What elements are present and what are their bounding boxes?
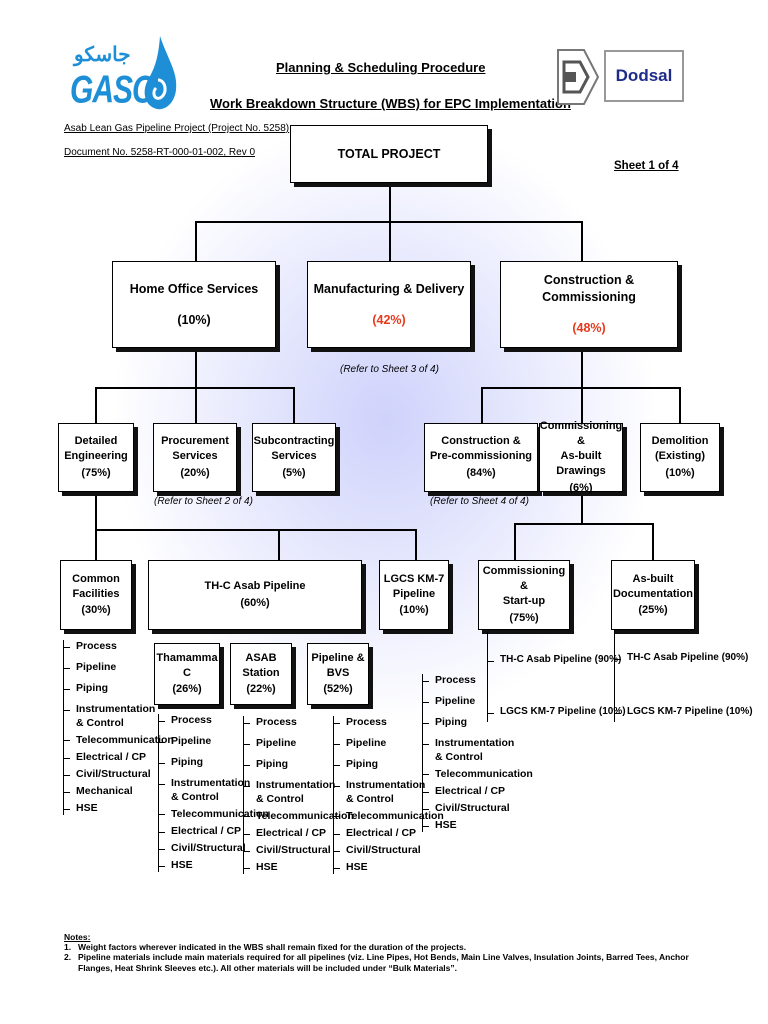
demolition-box: Demolition (Existing) (10%) [640,423,720,492]
commissioning-startup-box: Commissioning & Start-up (75%) [478,560,570,630]
note-2: 2. Pipeline materials include main mater… [64,952,689,973]
detailed-engineering-box: Detailed Engineering (75%) [58,423,134,492]
gasco-logo-arabic: جاسكو [74,44,131,66]
list-item: Electrical / CP [244,827,332,840]
list-item: Piping [244,758,332,771]
list-item: Civil/Structural [159,842,246,855]
manufacturing-delivery-pct: (42%) [372,312,406,327]
thamamma-c-box: Thamamma C (26%) [154,643,220,705]
list-item: HSE [423,819,513,832]
list-item: Pipeline [159,735,243,748]
list-item: TH-C Asab Pipeline (90%) [615,652,748,663]
home-office-services-label: Home Office Services [129,281,259,296]
list-item: Process [334,716,422,729]
total-project-box: TOTAL PROJECT [290,125,488,183]
list-item: Telecommunication [334,810,444,823]
list-item: Process [423,674,513,687]
list-item: Pipeline [244,737,332,750]
list-item: HSE [334,861,422,874]
construction-precommissioning-box: Construction & Pre-commissioning (84%) [424,423,538,492]
list-item: Civil/Structural [334,844,422,857]
document-number: Document No. 5258-RT-000-01-002, Rev 0 [64,147,256,158]
list-item: Electrical / CP [159,825,243,838]
list-item: Pipeline [334,737,422,750]
list-item: Mechanical [64,785,154,798]
list-item: Telecommunication [423,768,533,781]
home-office-services-pct: (10%) [177,312,211,327]
lgcs-km7-disciplines: Process Pipeline Piping Instrumentation … [422,674,533,833]
list-item: Civil/Structural [244,844,332,857]
list-item: Piping [334,758,422,771]
construction-commissioning-pct: (48%) [572,320,606,335]
pipeline-bvs-disciplines: Process Pipeline Piping Instrumentation … [333,716,444,875]
list-item: Pipeline [64,661,154,674]
project-label: Asab Lean Gas Pipeline Project (Project … [64,123,290,134]
procurement-services-box: Procurement Services (20%) [153,423,237,492]
list-item: Instrumentation & Control [244,779,335,805]
list-item: Civil/Structural [423,802,513,815]
asab-station-disciplines: Process Pipeline Piping Instrumentation … [243,716,354,875]
list-item: Telecommunication [159,808,269,821]
pipeline-bvs-box: Pipeline & BVS (52%) [307,643,369,705]
common-facilities-box: Common Facilities (30%) [60,560,132,630]
notes: Notes: 1. Weight factors wherever indica… [64,932,724,973]
list-item: Piping [423,716,513,729]
list-item: HSE [159,859,243,872]
subcontracting-services-box: Subcontracting Services (5%) [252,423,336,492]
list-item: Process [159,714,243,727]
sheet-number: Sheet 1 of 4 [614,160,679,172]
total-project-label: TOTAL PROJECT [337,146,441,161]
home-office-services-box: Home Office Services (10%) [112,261,276,348]
list-item: Piping [159,756,243,769]
list-item: HSE [64,802,154,815]
list-item: Process [64,640,154,653]
dodsal-logo: Dodsal [556,48,686,106]
gasco-flame-icon [144,36,177,110]
list-item: Process [244,716,332,729]
manufacturing-delivery-label: Manufacturing & Delivery [313,281,465,296]
commissioning-startup-items: TH-C Asab Pipeline (90%) LGCS KM-7 Pipel… [487,632,626,722]
list-item: Civil/Structural [64,768,154,781]
note-1: 1. Weight factors wherever indicated in … [64,942,467,953]
list-item: Instrumentation & Control [159,777,250,803]
title-line-2: Work Breakdown Structure (WBS) for EPC I… [210,96,571,111]
asab-station-box: ASAB Station (22%) [230,643,292,705]
refer-sheet-3: (Refer to Sheet 3 of 4) [340,364,439,375]
asbuilt-documentation-items: TH-C Asab Pipeline (90%) LGCS KM-7 Pipel… [614,630,753,722]
lgcs-km7-pipeline-box: LGCS KM-7 Pipeline (10%) [379,560,449,630]
thamamma-disciplines: Process Pipeline Piping Instrumentation … [158,714,269,873]
list-item: Instrumentation & Control [423,737,514,763]
manufacturing-delivery-box: Manufacturing & Delivery (42%) [307,261,471,348]
asbuilt-documentation-box: As-built Documentation (25%) [611,560,695,630]
list-item: Pipeline [423,695,513,708]
common-facilities-disciplines: Process Pipeline Piping Instrumentation … [63,640,174,816]
refer-sheet-2: (Refer to Sheet 2 of 4) [154,496,253,507]
list-item: HSE [244,861,332,874]
notes-heading: Notes: [64,932,91,942]
title-line-1: Planning & Scheduling Procedure [276,60,486,75]
list-item: Piping [64,682,154,695]
list-item: Electrical / CP [64,751,154,764]
refer-sheet-4: (Refer to Sheet 4 of 4) [430,496,529,507]
list-item: Telecommunication [64,734,174,747]
list-item: Instrumentation & Control [334,779,425,805]
list-item: Electrical / CP [334,827,422,840]
list-item: Electrical / CP [423,785,513,798]
commissioning-asbuilt-drawings-box: Commissioning & As-built Drawings (6%) [539,420,623,494]
dodsal-emblem-icon [557,49,600,105]
list-item: LGCS KM-7 Pipeline (10%) [615,706,753,717]
list-item: LGCS KM-7 Pipeline (10%) [488,706,626,717]
list-item: TH-C Asab Pipeline (90%) [488,654,621,665]
gasco-logo: جاسكو GASCO [60,28,180,118]
list-item: Telecommunication [244,810,354,823]
construction-commissioning-label: Construction & Commissioning [542,273,636,305]
thc-asab-pipeline-box: TH-C Asab Pipeline (60%) [148,560,362,630]
list-item: Instrumentation & Control [64,703,155,729]
dodsal-wordmark: Dodsal [604,50,684,102]
construction-commissioning-box: Construction & Commissioning (48%) [500,261,678,348]
